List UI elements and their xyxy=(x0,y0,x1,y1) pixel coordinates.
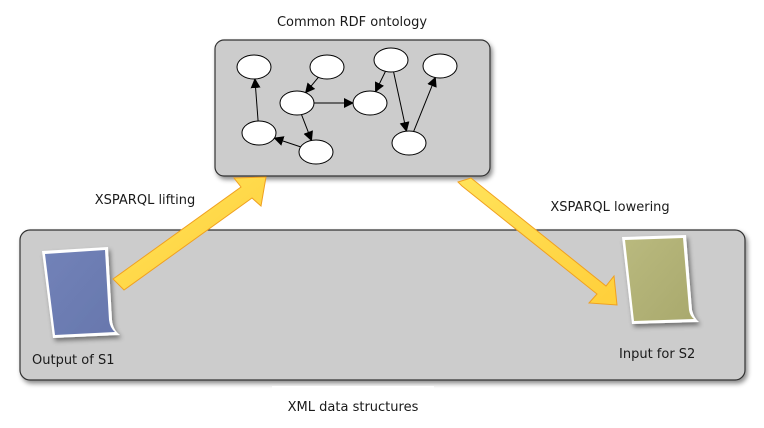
ontology-node-D xyxy=(422,53,458,79)
lifting-label: XSPARQL lifting xyxy=(95,193,195,208)
ontology-node-E xyxy=(279,90,315,116)
ontology-edge-C-F xyxy=(374,71,386,93)
ontology-edge-G-A xyxy=(250,77,261,122)
ontology-node-I xyxy=(391,130,427,156)
ontology-edge-E-H xyxy=(301,114,313,142)
document-icon-input-s2 xyxy=(622,235,699,324)
ontology-edge-I-D xyxy=(413,76,437,132)
ontology-node-C xyxy=(373,47,409,73)
lifting-arrow xyxy=(112,176,267,291)
ontology-node-F xyxy=(352,90,388,116)
ontology-edge-C-I xyxy=(393,71,410,133)
ontology-edge-B-E xyxy=(304,77,319,94)
ontology-node-A xyxy=(236,54,272,80)
lowering-label: XSPARQL lowering xyxy=(550,200,669,215)
ontology-edges xyxy=(250,71,437,148)
ontology-title: Common RDF ontology xyxy=(277,15,427,30)
ontology-node-H xyxy=(298,139,334,165)
lowering-arrow xyxy=(457,177,618,306)
ontology-node-G xyxy=(241,120,277,146)
input-s2-label: Input for S2 xyxy=(619,347,695,362)
ontology-nodes xyxy=(236,47,458,165)
xml-layer-label: XML data structures xyxy=(288,400,419,415)
ontology-edge-H-G xyxy=(273,136,301,148)
ontology-node-B xyxy=(309,54,345,80)
output-s1-label: Output of S1 xyxy=(32,353,114,368)
xml-label-backdrop xyxy=(272,386,434,408)
document-icon-output-s1 xyxy=(42,247,120,338)
